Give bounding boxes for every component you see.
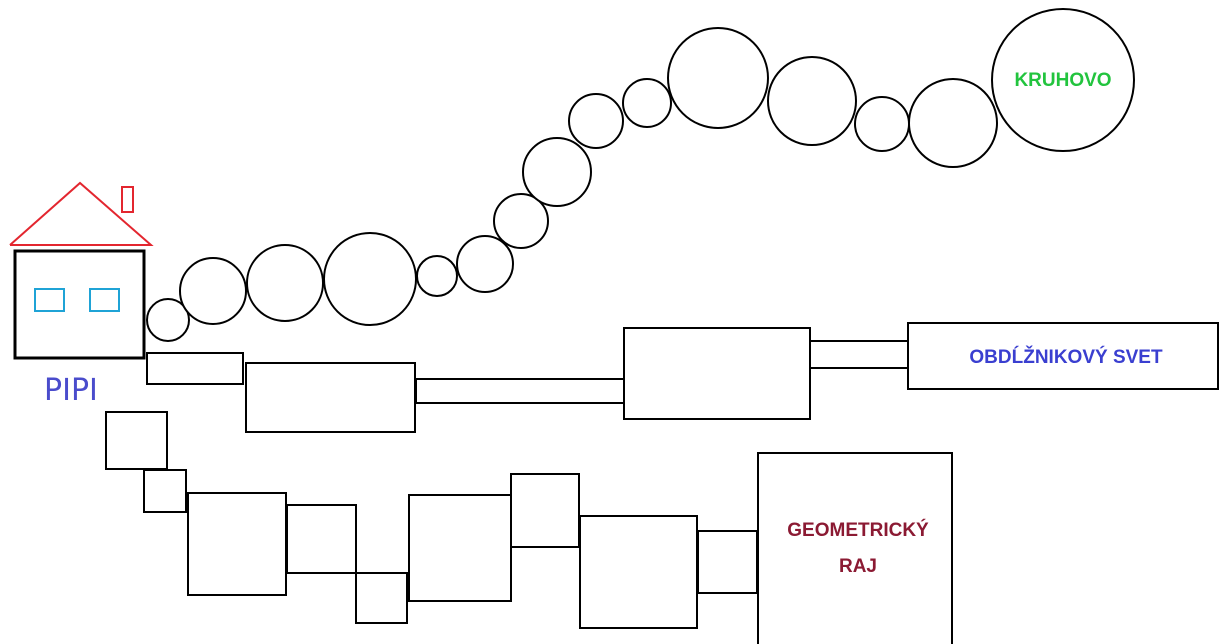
path-circle <box>767 56 857 146</box>
path-circle <box>908 78 998 168</box>
geometric-paradise-label-line1: GEOMETRICKÝ <box>787 519 929 541</box>
path-rectangle <box>623 327 811 420</box>
path-circle <box>246 244 324 322</box>
path-circle <box>622 78 672 128</box>
kruhovo-label: KRUHOVO <box>1014 70 1111 91</box>
house <box>9 181 154 360</box>
path-circle <box>179 257 247 325</box>
rectangle-world-label: OBDĹŽNIKOVÝ SVET <box>969 346 1163 368</box>
path-square <box>355 572 408 624</box>
house-body <box>13 249 146 360</box>
path-square <box>408 494 512 602</box>
path-square <box>286 504 357 574</box>
geometric-paradise-label-line2: RAJ <box>839 556 877 577</box>
path-rectangle <box>146 352 244 385</box>
geometric-paradise-box <box>757 452 953 644</box>
square-path <box>105 411 953 644</box>
path-square <box>105 411 168 470</box>
kruhovo-circle <box>991 8 1135 152</box>
house-chimney <box>121 186 134 213</box>
path-circle <box>568 93 624 149</box>
path-square <box>143 469 187 513</box>
path-circle <box>456 235 514 293</box>
path-rectangle <box>415 378 625 404</box>
house-window-left <box>34 288 65 312</box>
home-label: PIPI <box>44 373 98 408</box>
path-circle <box>667 27 769 129</box>
circle-path <box>146 8 1135 342</box>
path-circle <box>146 298 190 342</box>
path-rectangle <box>809 340 909 369</box>
path-circle <box>493 193 549 249</box>
path-circle <box>416 255 458 297</box>
rectangle-path <box>146 322 1219 433</box>
path-square <box>510 473 580 548</box>
rectangle-world-box <box>907 322 1219 390</box>
house-window-right <box>89 288 120 312</box>
path-circle <box>522 137 592 207</box>
path-square <box>697 530 758 594</box>
path-circle <box>854 96 910 152</box>
path-square <box>579 515 698 629</box>
path-rectangle <box>245 362 416 433</box>
path-square <box>187 492 287 596</box>
path-circle <box>323 232 417 326</box>
house-roof <box>9 181 154 246</box>
